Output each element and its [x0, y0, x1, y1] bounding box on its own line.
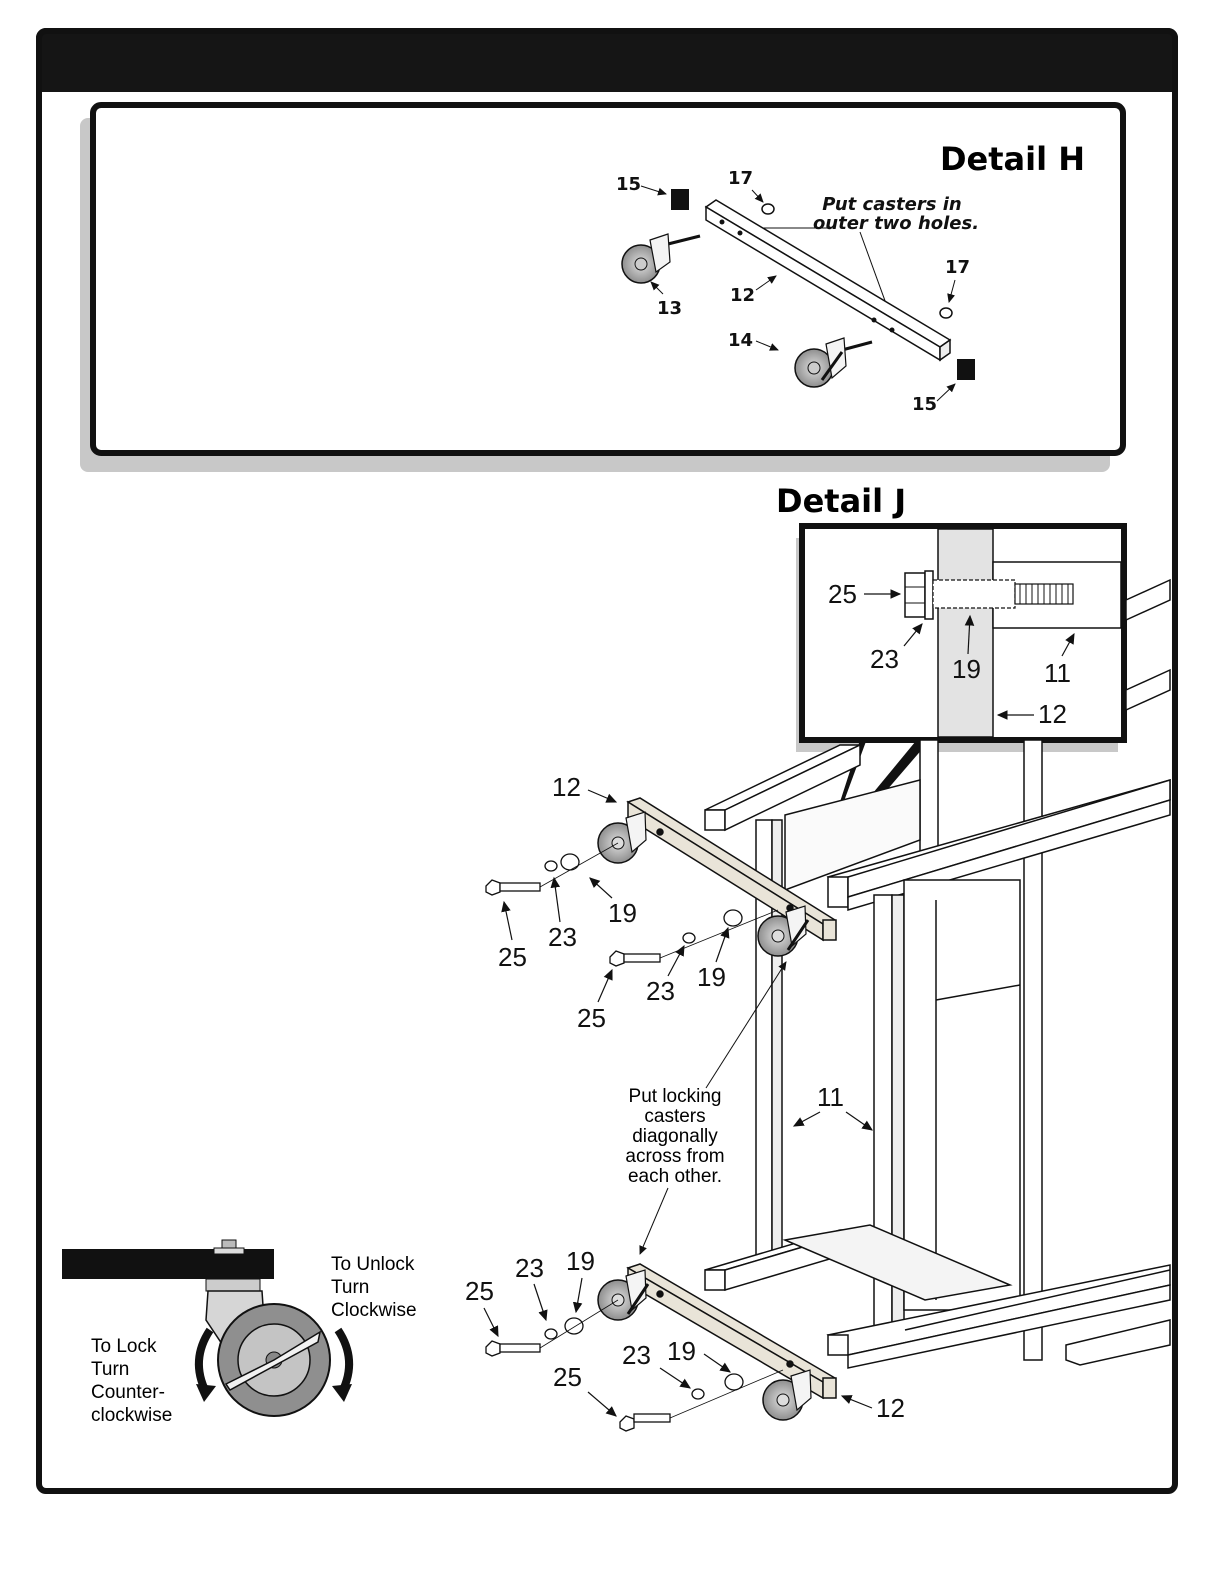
label-c19: 19: [566, 1246, 595, 1276]
detail-h-label-14: 14: [728, 330, 753, 351]
note-line-4: across from: [625, 1146, 724, 1167]
bottom-caster-left-locking: [598, 1270, 648, 1320]
note-line-3: diagonally: [632, 1126, 718, 1147]
lock-line-4: clockwise: [91, 1405, 172, 1426]
label-a23: 23: [548, 922, 577, 952]
caster-lock-detail: To Unlock Turn Clockwise To Lock Turn Co…: [62, 1240, 417, 1426]
label-a19: 19: [608, 898, 637, 928]
label-b19: 19: [697, 962, 726, 992]
note-line-5: each other.: [628, 1166, 722, 1187]
detail-j-label-23: 23: [870, 644, 899, 674]
lock-line-2: Turn: [91, 1359, 129, 1380]
detail-j-label-19: 19: [952, 654, 981, 684]
label-d25: 25: [553, 1362, 582, 1392]
hardware-set-c: [486, 1300, 618, 1356]
detail-h-label-17a: 17: [728, 168, 753, 189]
hardware-set-d: [620, 1370, 783, 1431]
detail-j-bolt-head: [905, 573, 925, 617]
detail-j-label-11: 11: [1044, 658, 1071, 688]
label-top-12: 12: [552, 772, 581, 802]
note-line-2: casters: [644, 1106, 705, 1127]
label-d19: 19: [667, 1336, 696, 1366]
lock-line-3: Counter-: [91, 1382, 165, 1403]
clockwise-arrow-icon: [338, 1330, 349, 1392]
label-a25: 25: [498, 942, 527, 972]
note-line-1: Put locking: [629, 1086, 722, 1107]
label-c25: 25: [465, 1276, 494, 1306]
detail-j-title: Detail J: [776, 482, 906, 520]
label-11: 11: [817, 1082, 844, 1112]
detail-j-label-25: 25: [828, 579, 857, 609]
detail-j-part-12: [938, 529, 993, 737]
detail-h-washer-17a: [762, 204, 774, 214]
unlock-line-1: To Unlock: [331, 1254, 415, 1275]
label-bottom-12: 12: [876, 1393, 905, 1423]
detail-h-washer-17b: [940, 308, 952, 318]
detail-h-label-15b: 15: [912, 394, 937, 415]
detail-h-label-13: 13: [657, 298, 682, 319]
label-d23: 23: [622, 1340, 651, 1370]
unlock-line-2: Turn: [331, 1277, 369, 1298]
counterclockwise-arrow-icon: [199, 1330, 210, 1392]
label-b23: 23: [646, 976, 675, 1006]
detail-j-washer-23: [925, 571, 933, 619]
detail-h-end-cap-15b: [957, 359, 975, 380]
lock-line-1: To Lock: [91, 1336, 157, 1357]
detail-h-title: Detail H: [940, 140, 1085, 178]
detail-h-label-17b: 17: [945, 257, 970, 278]
detail-j-label-12: 12: [1038, 699, 1067, 729]
label-b25: 25: [577, 1003, 606, 1033]
detail-h-note-line2: outer two holes.: [813, 213, 979, 234]
hardware-set-a: [486, 843, 618, 895]
label-c23: 23: [515, 1253, 544, 1283]
detail-h-end-cap-15a: [671, 189, 689, 210]
detail-h-note-line1: Put casters in: [822, 194, 961, 215]
detail-h-panel: Detail H Put casters in outer two holes.: [80, 105, 1123, 472]
detail-h-label-15a: 15: [616, 174, 641, 195]
unlock-line-3: Clockwise: [331, 1300, 417, 1321]
detail-h-label-12: 12: [730, 285, 755, 306]
top-caster-left: [598, 812, 646, 863]
